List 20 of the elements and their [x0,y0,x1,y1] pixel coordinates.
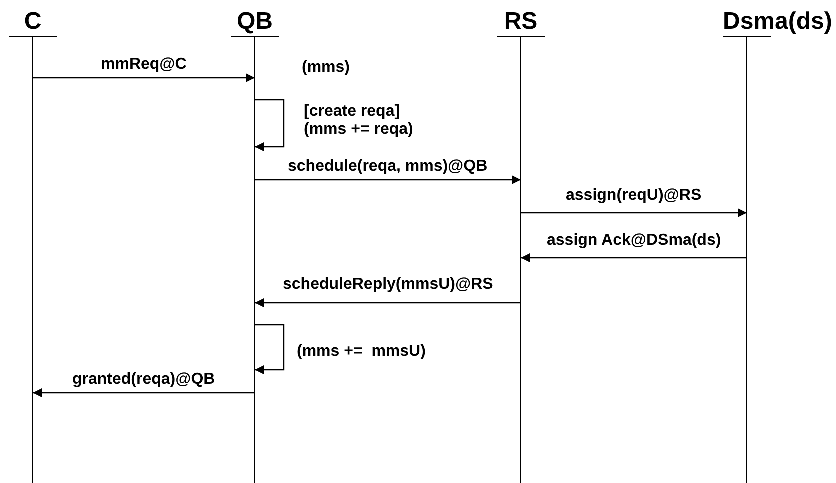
message-label: (mms += mmsU) [297,343,426,361]
message-arrow [33,74,255,82]
message-label: assign(reqU)@RS [566,187,702,205]
message-label: schedule(reqa, mms)@QB [288,158,488,176]
message-label: granted(reqa)@QB [72,371,216,389]
message-arrow [33,388,255,398]
self-message-arrow [255,324,285,374]
note-text: (mms) [302,59,350,77]
self-message-arrow [255,99,285,152]
message-arrow [255,298,521,308]
message-label: mmReq@C [101,56,187,74]
message-label: scheduleReply(mmsU)@RS [283,276,494,294]
participant-name: QB [237,8,273,35]
message-arrow [255,176,521,184]
participant-name: Dsma(ds) [723,8,832,35]
participant-name: RS [504,8,538,35]
message-arrow [521,208,747,218]
participant-name: C [24,8,42,35]
message-label: assign Ack@DSma(ds) [547,232,722,250]
message-arrow [521,254,747,262]
